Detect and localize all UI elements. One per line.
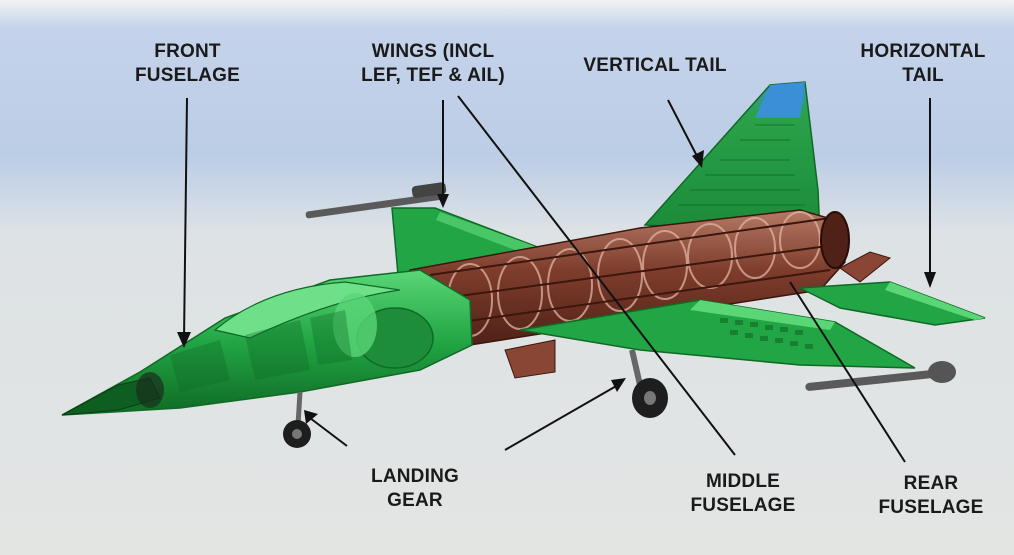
label-landing-gear: LANDING GEAR [350, 465, 480, 513]
leader-lines [177, 95, 936, 463]
label-rear-fuselage: REAR FUSELAGE [856, 472, 1006, 520]
label-wings-line1: WINGS (INCL [371, 41, 495, 62]
front-fuselage-shape [61, 269, 473, 416]
label-front-fuselage-line1: FRONT [154, 41, 221, 62]
label-horizontal-tail-line2: TAIL [902, 65, 944, 86]
label-landing-gear-line1: LANDING [371, 466, 459, 487]
label-front-fuselage-line2: FUSELAGE [134, 65, 241, 86]
horizontal-tail-shape [797, 281, 986, 326]
label-landing-gear-line2: GEAR [387, 490, 443, 511]
near-wing [519, 299, 956, 391]
label-middle-fuselage-line2: FUSELAGE [690, 495, 796, 516]
label-horizontal-tail: HORIZONTAL TAIL [838, 40, 1008, 88]
label-rear-fuselage-line2: FUSELAGE [878, 497, 984, 518]
landing-gear-shape [283, 349, 668, 448]
label-vertical-tail-line1: VERTICAL TAIL [583, 55, 727, 76]
label-rear-fuselage-line1: REAR [903, 473, 959, 494]
vertical-tail-shape [643, 81, 821, 236]
label-wings: WINGS (INCL LEF, TEF & AIL) [333, 40, 533, 88]
label-vertical-tail: VERTICAL TAIL [560, 54, 750, 78]
label-wings-line2: LEF, TEF & AIL) [361, 65, 505, 86]
label-middle-fuselage-line1: MIDDLE [705, 471, 781, 492]
label-front-fuselage: FRONT FUSELAGE [120, 40, 255, 88]
label-horizontal-tail-line1: HORIZONTAL [860, 41, 986, 62]
label-middle-fuselage: MIDDLE FUSELAGE [668, 470, 818, 518]
